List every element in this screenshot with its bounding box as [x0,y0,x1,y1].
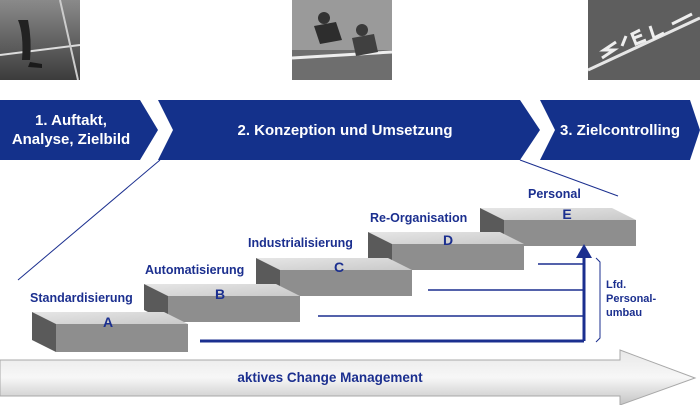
step-b-top [144,284,300,296]
change-management-arrow [0,349,697,405]
step-letter-e: E [562,206,572,222]
step-d-top [368,232,524,244]
step-c-top [256,258,412,270]
step-label-standardisierung: Standardisierung [30,291,133,305]
leader-line-left [17,159,161,281]
phase-3-label: 3. Zielcontrolling [559,121,680,139]
up-arrowhead [576,244,592,258]
step-label-reorganisation: Re-Organisation [370,211,468,225]
phase-chevron-1 [0,100,158,160]
step-b-face [168,296,300,322]
leader-line-right [519,159,619,197]
side-note-personalumbau: Lfd. Personal- umbau [606,279,657,319]
step-letter-b: B [214,286,226,302]
step-a-face [56,324,188,352]
step-c-face [280,270,412,296]
step-a-front [32,312,56,352]
step-label-personal: Personal [528,187,581,201]
side-note-bracket [595,257,601,343]
step-label-automatisierung: Automatisierung [145,263,245,277]
personnel-connector-lines [200,258,586,343]
step-e-top [480,208,636,220]
step-e-face [504,220,636,246]
phase-chevron-3 [540,100,700,160]
step-letter-d: D [442,232,454,248]
step-a-top [32,312,188,324]
step-letter-c: C [333,259,345,275]
photo-runner-start [0,0,80,80]
phase-1-label: 1. Auftakt, Analyse, Zielbild [11,112,131,148]
step-label-industrialisierung: Industrialisierung [248,236,353,250]
phase-chevron-2 [158,100,540,160]
change-management-label: aktives Change Management [237,370,423,385]
step-letter-a: A [102,314,114,330]
phase-2-label: 2. Konzeption und Umsetzung [237,121,453,139]
step-d-face [392,244,524,270]
photo-hurdles [292,0,392,80]
photo-ziel-chalk [588,0,700,80]
